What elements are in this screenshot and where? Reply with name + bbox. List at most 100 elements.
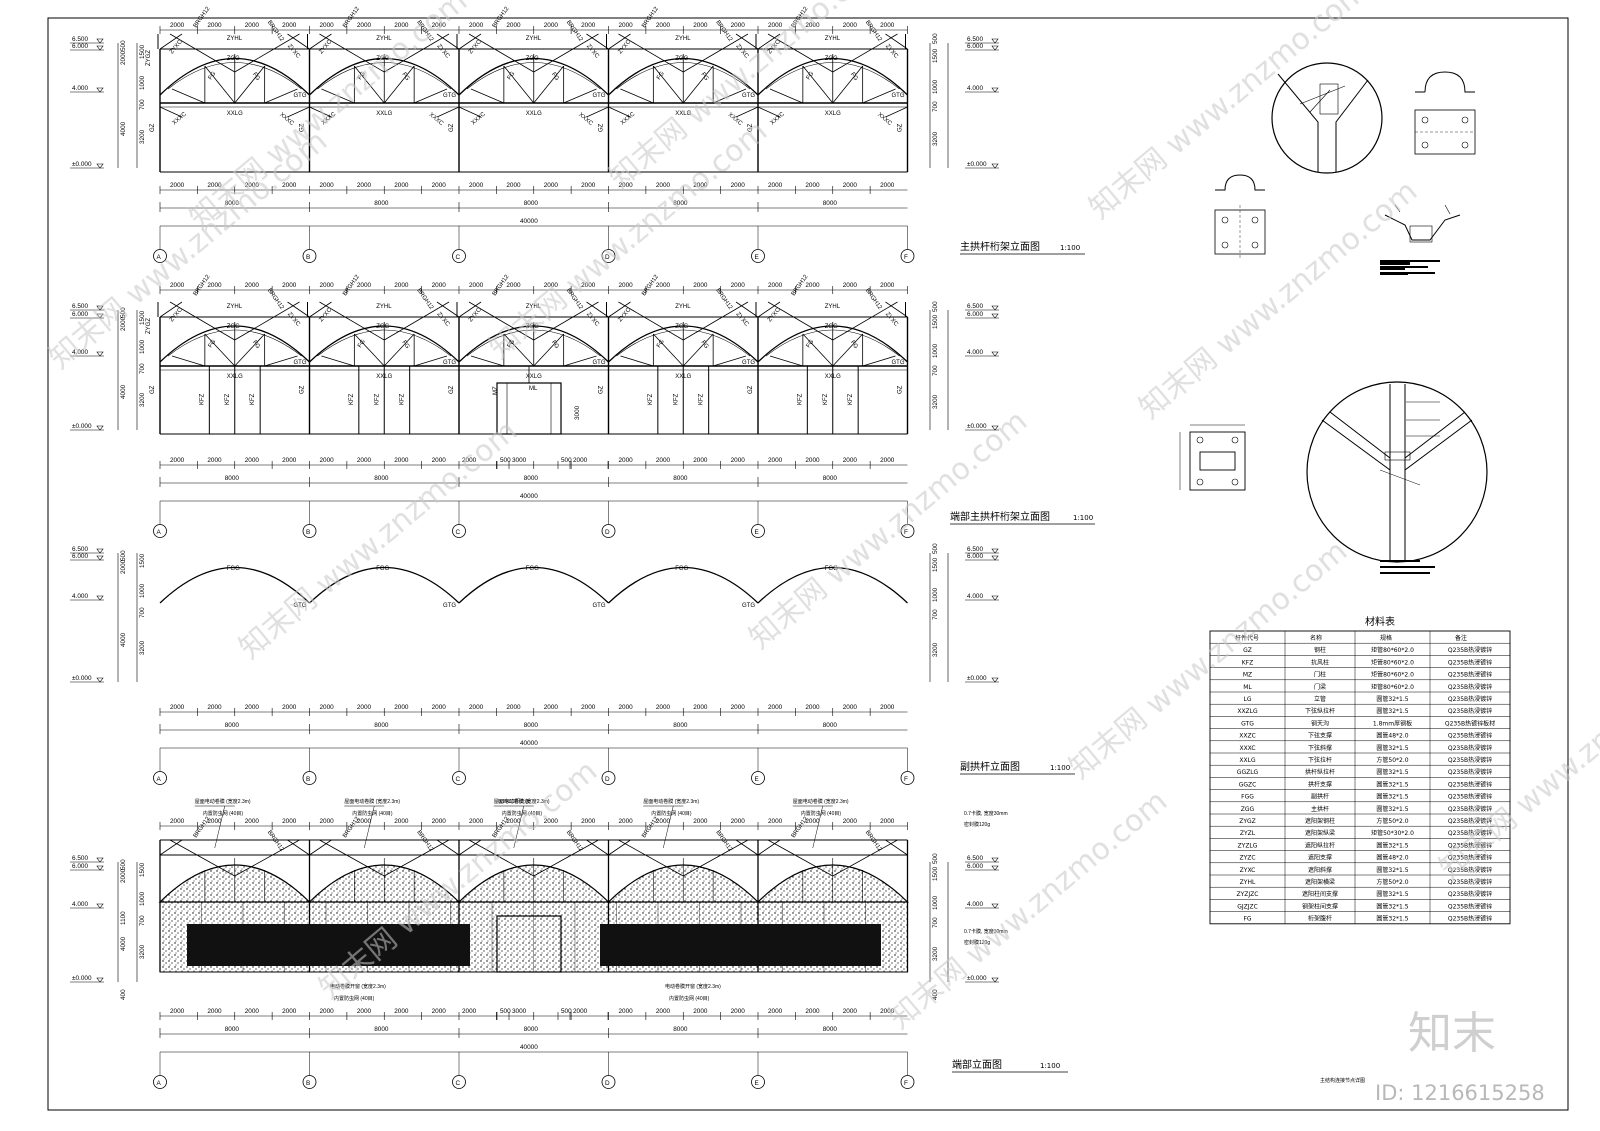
- drawing-title: 端部立面图: [952, 1058, 1002, 1071]
- axis-bubble: [751, 1075, 765, 1089]
- dim-text: 2000: [320, 818, 335, 825]
- table-header: 杆件代号: [1235, 634, 1259, 642]
- dim-text: 2000: [619, 282, 634, 289]
- dim-text: 2000: [731, 457, 746, 464]
- dim-text: 3000: [512, 1008, 527, 1015]
- shade-brace: [234, 301, 300, 341]
- shade-brace: [319, 839, 385, 877]
- detail-sheet-note: 主结构连接节点详图: [1320, 1077, 1365, 1084]
- axis-bubble: [452, 771, 466, 785]
- level-mark: [96, 857, 104, 863]
- shade-brace: [832, 301, 898, 341]
- member-label: ZYXC: [884, 311, 899, 328]
- level-mark: [991, 548, 999, 554]
- dim-text: 2000: [731, 182, 746, 189]
- gutter-label: GTG: [742, 93, 755, 99]
- shade-brace: [159, 839, 183, 856]
- watermark-text: 知末网 www.znzmo.com: [233, 414, 524, 666]
- dim-text: 2000: [170, 818, 185, 825]
- shade-brace: [468, 33, 534, 73]
- note-side: 电动卷膜开窗 (宽度2.3m): [665, 983, 721, 990]
- table-cell: 圆管32*1.5: [1376, 915, 1408, 923]
- member-label: ZYHL: [825, 304, 841, 310]
- dim-text: 8000: [673, 1026, 688, 1033]
- dim-text: 500: [500, 1008, 511, 1015]
- dim-text: 2000: [693, 282, 708, 289]
- dim-text: 2000: [120, 316, 127, 331]
- shade-brace: [468, 301, 534, 341]
- level-mark: [96, 351, 104, 357]
- member-label: ZYGZ: [146, 318, 152, 334]
- axis-bubble: [153, 771, 167, 785]
- gutter-label: GTG: [593, 93, 606, 99]
- axis-label: B: [306, 776, 310, 783]
- member-label: FG: [550, 72, 560, 83]
- dim-text: 2000: [805, 182, 820, 189]
- axis-bubble: [751, 249, 765, 263]
- table-cell: XXZC: [1239, 733, 1256, 740]
- axis-bubble: [751, 524, 765, 538]
- dim-text: 3000: [574, 405, 581, 420]
- web-diag: [264, 355, 298, 367]
- member-label: BRGH12: [565, 830, 584, 854]
- dim-text: 2000: [656, 457, 671, 464]
- watermark-text: 知末网 www.znzmo.com: [1083, 0, 1374, 226]
- note-film2: 密封膜120g: [964, 939, 990, 946]
- member-label: FG: [401, 340, 411, 351]
- axis-label: F: [904, 254, 908, 261]
- axis-label: B: [306, 254, 310, 261]
- level-mark: [991, 903, 999, 909]
- member-label: ZGG: [526, 324, 539, 330]
- table-cell: 遮阳柱间支撑: [1302, 890, 1338, 898]
- web-diag: [204, 333, 236, 367]
- web-diag: [769, 355, 803, 367]
- web-diag: [470, 355, 504, 367]
- member-label: FG: [507, 71, 517, 82]
- level-mark: [96, 595, 104, 601]
- table-cell: 门柱: [1314, 671, 1326, 679]
- lower-brace: [287, 106, 310, 118]
- dim-text: 2000: [394, 818, 409, 825]
- dim-text: 2000: [880, 818, 895, 825]
- member-label: ZGG: [227, 324, 240, 330]
- table-cell: XXXC: [1239, 745, 1255, 752]
- dim-text: 2000: [619, 457, 634, 464]
- table-cell: 主拱杆: [1311, 805, 1329, 813]
- table-cell: 矩管50*30*2.0: [1371, 829, 1414, 837]
- dim-text: 3200: [932, 642, 939, 657]
- shade-brace: [287, 33, 310, 50]
- dim-text: 2000: [731, 704, 746, 711]
- dim-text: 700: [139, 363, 146, 374]
- member-label: XXLG: [825, 111, 841, 117]
- table-cell: Q235B热浸镀锌: [1448, 805, 1492, 813]
- table-cell: ZYZJZC: [1237, 891, 1259, 898]
- table-cell: GJZJZC: [1237, 903, 1258, 910]
- axis-bubble: [302, 1075, 317, 1089]
- dim-text: 8000: [524, 475, 539, 482]
- dim-text: 1500: [139, 310, 146, 325]
- leader: [513, 805, 524, 849]
- shade-brace: [319, 301, 385, 341]
- dim-text: 700: [932, 609, 939, 620]
- level-label: ±0.000: [967, 423, 987, 430]
- dim-text: 2000: [581, 282, 596, 289]
- shade-brace: [767, 839, 833, 877]
- axis-label: C: [456, 529, 461, 536]
- dim-text: 1500: [139, 44, 146, 59]
- axis-label: B: [306, 529, 310, 536]
- dim-text: 2000: [843, 457, 858, 464]
- drawing-title: 副拱杆立面图: [960, 760, 1020, 773]
- level-mark: [991, 351, 999, 357]
- table-cell: 方管50*2.0: [1376, 817, 1408, 825]
- member-label: FG: [550, 340, 560, 351]
- level-mark: [991, 38, 999, 44]
- axis-label: C: [456, 776, 461, 783]
- dim-text: 2000: [469, 818, 484, 825]
- shade-brace: [735, 839, 759, 856]
- axis-label: E: [755, 776, 759, 783]
- axis-bubble: [601, 524, 616, 538]
- dim-text: 2000: [320, 282, 335, 289]
- member-label: BRGH12: [864, 830, 883, 854]
- level-label: 4.000: [72, 901, 88, 908]
- dim-text: 2000: [843, 704, 858, 711]
